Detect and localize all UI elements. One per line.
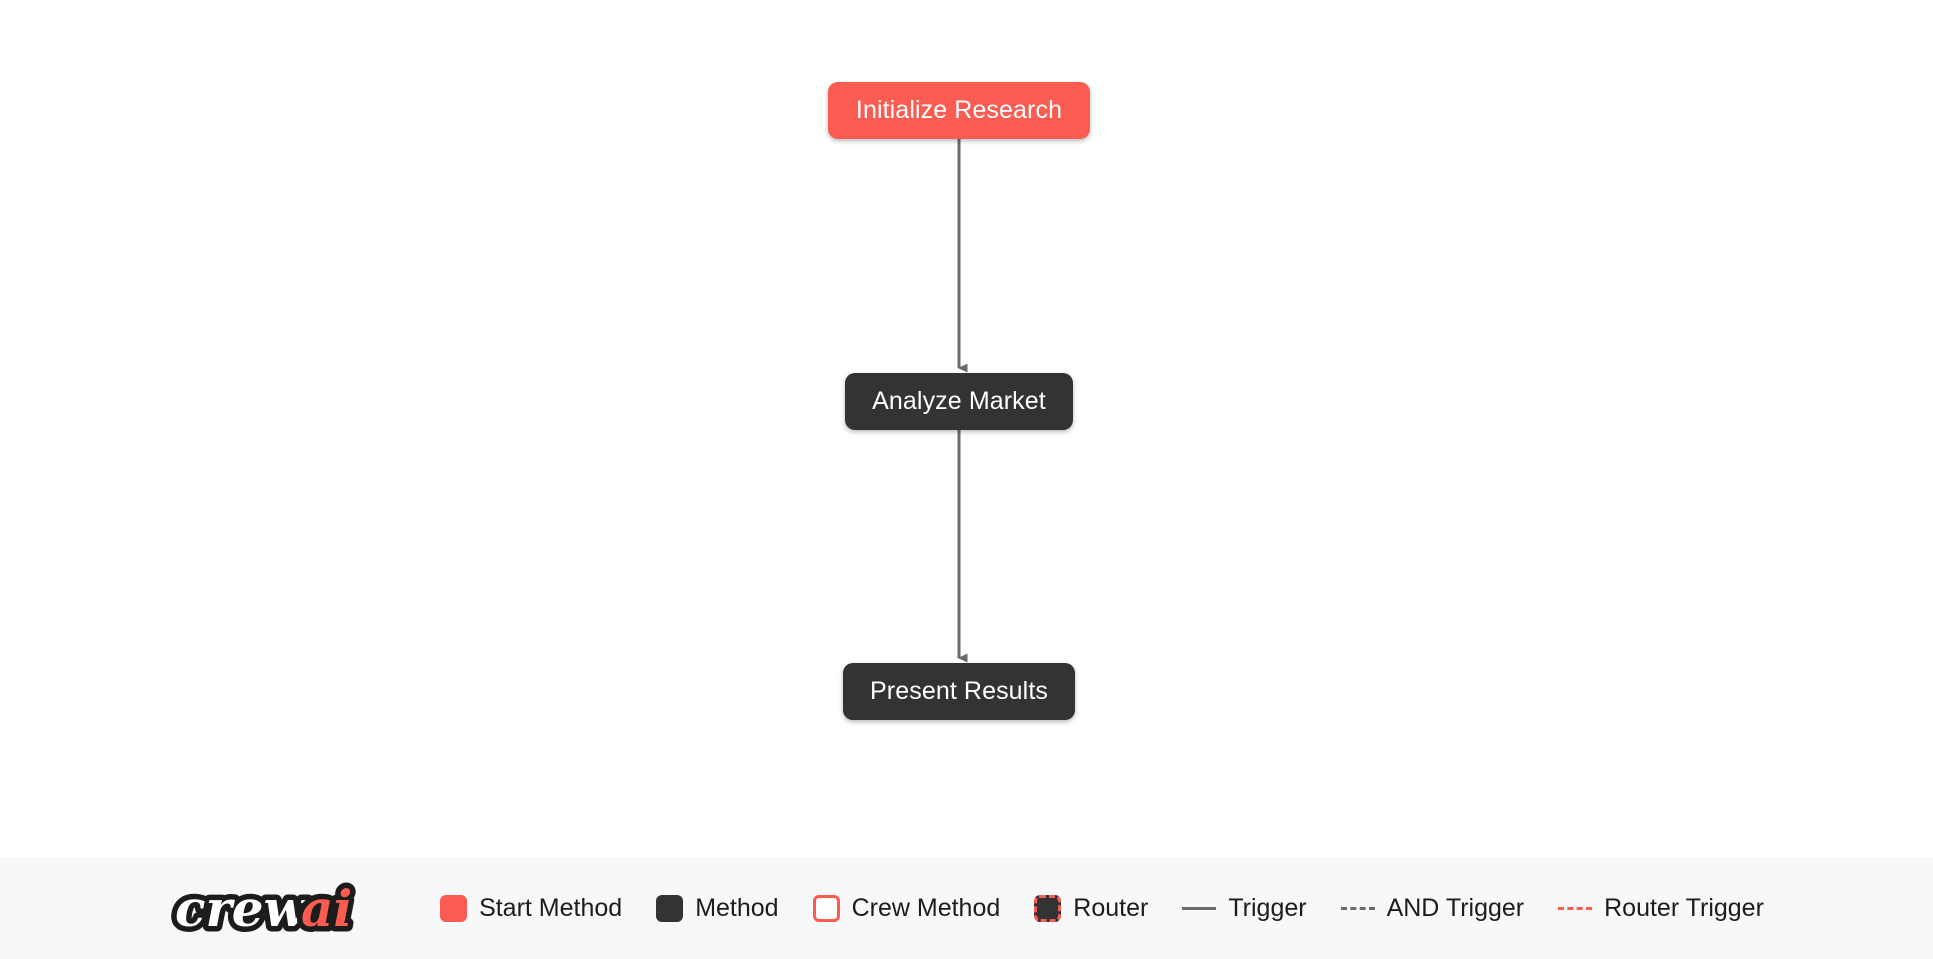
legend-item-start-method: Start Method: [440, 893, 623, 922]
router-swatch-icon: [1034, 894, 1062, 922]
flow-canvas[interactable]: Initialize Research Analyze Market Prese…: [0, 0, 1933, 857]
logo-crew-fill: crew: [175, 879, 309, 938]
trigger-line-icon: [1182, 906, 1217, 910]
crewai-logo: crew crew ai ai: [169, 876, 384, 940]
legend-item-crew-method: Crew Method: [812, 893, 1001, 922]
flow-node-analyze-market[interactable]: Analyze Market: [845, 373, 1073, 430]
method-swatch-icon: [656, 894, 684, 922]
crewai-logo-icon: crew crew ai ai: [170, 876, 358, 940]
legend-item-trigger: Trigger: [1182, 893, 1307, 922]
start-method-swatch-icon: [440, 894, 468, 922]
legend-item-label: Router: [1073, 893, 1149, 922]
legend-item-and-trigger: AND Trigger: [1340, 893, 1525, 922]
crew-method-swatch-icon: [812, 894, 840, 922]
router-trigger-line-icon: [1558, 906, 1593, 910]
flow-node-label: Present Results: [870, 677, 1048, 705]
legend-bar: crew crew ai ai Start Method Method: [0, 857, 1933, 959]
logo-ai-outline: ai: [301, 879, 352, 938]
legend-item-label: Start Method: [479, 893, 623, 922]
legend-item-label: Crew Method: [851, 893, 1001, 922]
legend-item-router: Router: [1034, 893, 1149, 922]
legend-item-label: AND Trigger: [1386, 893, 1525, 922]
and-trigger-line-icon: [1340, 906, 1375, 910]
legend-items-container: crew crew ai ai Start Method Method: [169, 876, 1764, 940]
legend-item-method: Method: [656, 893, 779, 922]
flow-node-label: Analyze Market: [872, 387, 1046, 415]
logo-ai-fill: ai: [301, 879, 352, 938]
legend-item-router-trigger: Router Trigger: [1558, 893, 1764, 922]
flow-node-present-results[interactable]: Present Results: [843, 663, 1075, 720]
flow-node-label: Initialize Research: [855, 96, 1063, 124]
legend-item-label: Router Trigger: [1604, 893, 1764, 922]
legend-item-label: Trigger: [1228, 893, 1307, 922]
legend-item-label: Method: [695, 893, 779, 922]
logo-crew-outline: crew: [175, 879, 309, 938]
flow-node-initialize-research[interactable]: Initialize Research: [828, 82, 1090, 139]
